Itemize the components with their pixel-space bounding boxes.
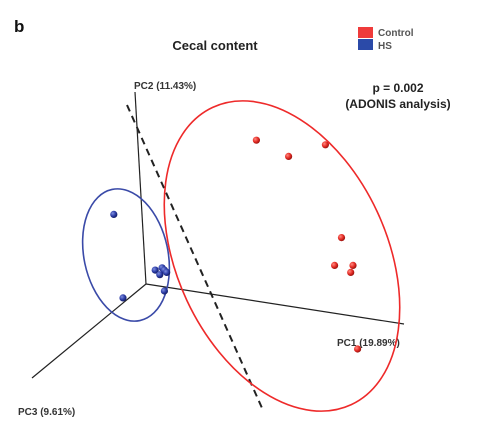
axis-label-pc3: PC3 (9.61%) [18,407,75,418]
chart-title: Cecal content [172,38,258,53]
point-control-8 [354,345,362,353]
axis-label-pc1: PC1 (19.89%) [337,338,400,349]
points-layer [110,136,362,353]
legend-label-hs: HS [378,41,392,52]
point-control-5 [331,261,339,269]
axis-pc2 [134,91,147,285]
ellipse-control [163,100,401,412]
point-control-6 [349,261,357,269]
axis-pc3 [31,283,147,379]
point-control-1 [252,136,260,144]
axis-label-pc2: PC2 (11.43%) [134,81,196,92]
point-hs-5 [163,268,171,276]
point-hs-2 [151,266,159,274]
legend: Control HS [358,27,414,52]
separator-dashed-line [126,104,263,409]
annotation-method: (ADONIS analysis) [345,97,450,111]
legend-swatch-control [358,27,373,38]
annotation-pvalue: p = 0.002 [372,81,423,95]
point-control-4 [337,234,346,242]
point-control-2 [285,152,293,160]
ellipse-hs [81,188,171,322]
point-control-7 [347,268,355,276]
legend-swatch-hs [358,39,373,50]
point-hs-1 [110,210,118,218]
legend-label-control: Control [378,28,414,39]
panel-label: b [14,17,24,36]
point-hs-8 [119,294,127,302]
point-hs-7 [160,287,168,295]
axis-pc1 [145,283,405,325]
point-hs-6 [156,271,164,279]
point-control-3 [321,141,329,149]
